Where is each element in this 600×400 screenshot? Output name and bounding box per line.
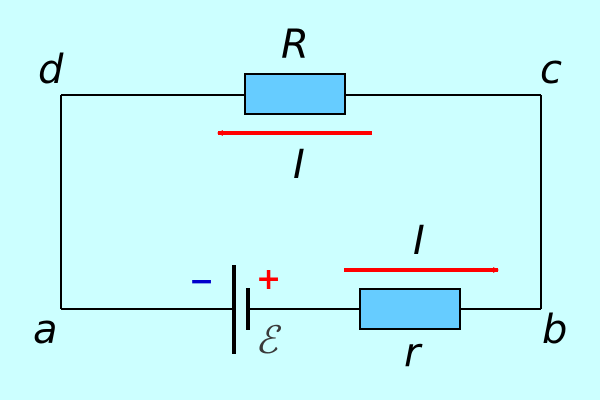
- node-label-c: c: [540, 47, 562, 93]
- battery-positive-sign: +: [256, 262, 281, 297]
- resistor-r: [359, 288, 461, 330]
- current-label-bottom: I: [413, 218, 425, 264]
- node-label-d: d: [38, 47, 64, 93]
- wires: [60, 94, 542, 310]
- node-label-b: b: [542, 307, 567, 353]
- resistor-R: [244, 73, 346, 115]
- node-label-a: a: [33, 307, 58, 353]
- battery-negative-sign: −: [189, 264, 214, 299]
- emf-label: ℰ: [255, 318, 282, 362]
- resistor-R-label: R: [281, 22, 309, 68]
- current-label-top: I: [293, 142, 305, 188]
- resistor-r-label: r: [404, 330, 423, 376]
